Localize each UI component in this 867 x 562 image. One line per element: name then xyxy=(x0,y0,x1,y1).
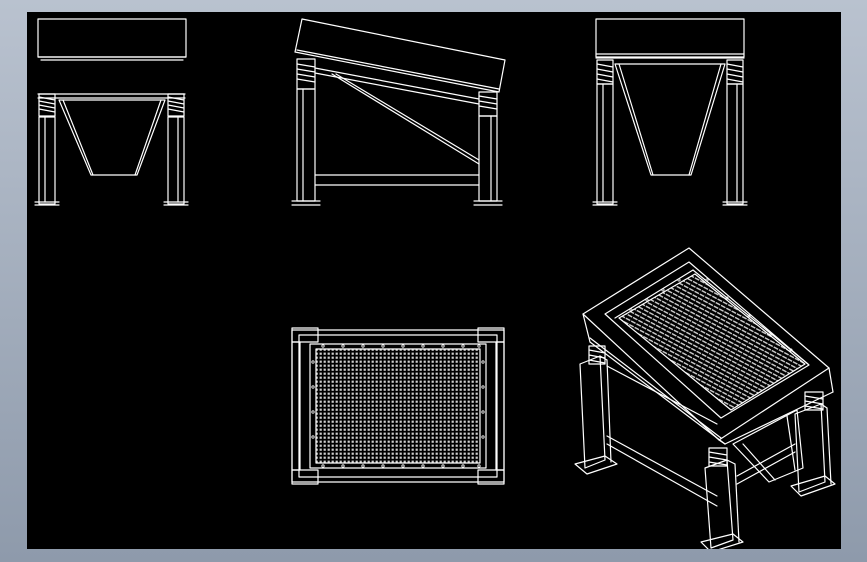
isometric-view xyxy=(574,247,836,549)
spring-left-icon xyxy=(596,59,614,85)
cad-model-viewport[interactable] xyxy=(27,12,841,549)
spring-right-icon xyxy=(726,59,744,85)
spring-right-icon xyxy=(804,391,824,411)
vibrating-screen-drawing xyxy=(34,18,836,549)
rear-view xyxy=(592,18,748,206)
spring-right-icon xyxy=(167,93,185,117)
side-view xyxy=(291,18,506,206)
bolt-holes xyxy=(629,278,793,352)
spring-left-icon xyxy=(296,58,316,90)
bolt-holes xyxy=(311,344,485,468)
spring-right-icon xyxy=(478,91,498,117)
front-view xyxy=(34,18,189,206)
spring-left-icon xyxy=(38,93,56,117)
top-view xyxy=(291,327,505,485)
spring-left-icon xyxy=(588,345,606,365)
